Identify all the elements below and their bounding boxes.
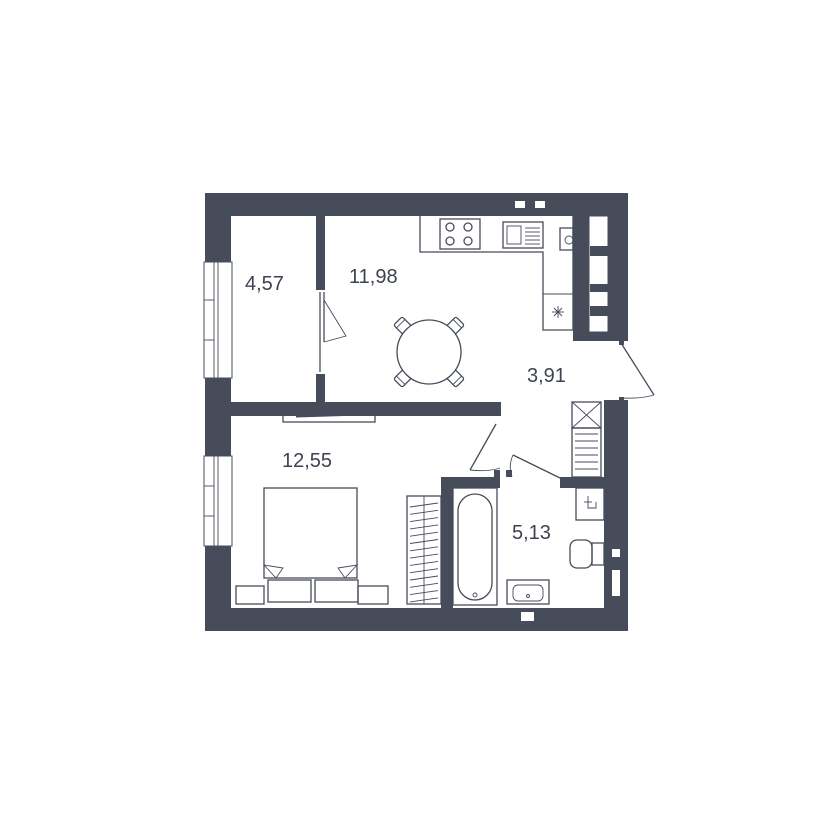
room-area-kitchen-living: 11,98 (349, 266, 398, 288)
windows (203, 215, 618, 547)
bathroom-fixtures (452, 401, 605, 606)
room-area-bedroom: 12,55 (282, 450, 332, 472)
kitchen-appliance-icon (559, 227, 574, 251)
hanger-line (409, 502, 439, 508)
nightstand-icon (235, 585, 389, 605)
hanger-line (409, 524, 439, 530)
hanger-line (409, 560, 439, 566)
bathtub-icon (452, 487, 498, 606)
hanger-line (409, 553, 439, 559)
washing-machine-icon (575, 487, 605, 521)
wardrobe-top-icon (282, 410, 376, 423)
hanger-line (409, 575, 439, 581)
boiler-icon (552, 306, 564, 318)
hanger-line (409, 539, 439, 544)
toilet-icon (569, 539, 605, 569)
door-bedroom (469, 423, 501, 477)
hanger-line (409, 509, 439, 515)
hanger-line (409, 568, 439, 574)
sink-icon (502, 221, 544, 249)
bed-icon (262, 487, 359, 603)
bedroom-furniture (235, 410, 442, 605)
hanger-line (409, 546, 439, 552)
window-kitchen-tall (588, 215, 618, 333)
hanger-line (409, 517, 439, 523)
hanger-line (409, 590, 439, 596)
dining-table (393, 316, 465, 388)
hanger-line (409, 597, 439, 603)
kitchen-counter (419, 216, 574, 331)
door-bathroom (506, 454, 561, 479)
table-icon (396, 319, 462, 385)
washbasin-icon (506, 579, 550, 605)
window-balcony (203, 261, 233, 379)
door-balcony (316, 290, 347, 374)
room-area-balcony: 4,57 (245, 273, 284, 295)
window-bedroom (203, 455, 233, 547)
hanger-line (409, 531, 439, 537)
shelf-unit-icon (571, 401, 602, 478)
door-entrance (608, 339, 655, 403)
wardrobe-icon (406, 495, 442, 605)
room-area-hallway: 3,91 (527, 365, 566, 387)
room-labels: 4,57 11,98 3,91 12,55 5,13 (245, 266, 566, 544)
hanger-line (409, 582, 439, 588)
stove-icon (439, 218, 481, 250)
room-area-bathroom: 5,13 (512, 522, 551, 544)
doors (316, 290, 655, 479)
